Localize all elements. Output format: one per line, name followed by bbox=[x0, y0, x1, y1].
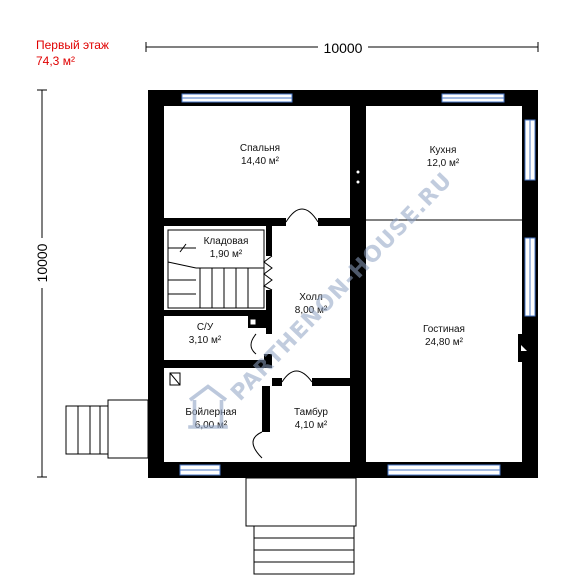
vent-icon bbox=[249, 169, 361, 326]
watermark-text: PARTHENON-HOUSE.RU bbox=[226, 168, 457, 406]
front-steps bbox=[245, 477, 357, 575]
room-area-living: 24,80 м² bbox=[425, 337, 464, 348]
watermark: PARTHENON-HOUSE.RU bbox=[188, 168, 458, 429]
watermark-logo-icon bbox=[188, 384, 228, 429]
entrance-door-icon bbox=[285, 465, 313, 476]
boiler-icon bbox=[169, 372, 181, 386]
room-name-boiler: Бойлерная bbox=[185, 407, 236, 418]
height-dimension: 10000 bbox=[33, 89, 51, 478]
room-area-vestibule: 4,10 м² bbox=[295, 420, 328, 431]
floor-title-block: Первый этаж 74,3 м² bbox=[36, 37, 109, 69]
side-steps bbox=[65, 399, 149, 459]
room-area-pantry: 1,90 м² bbox=[210, 249, 243, 260]
stair-arrow-icon bbox=[179, 243, 187, 253]
bedroom-door-icon bbox=[285, 208, 319, 223]
pantry-door-icon bbox=[263, 255, 273, 291]
height-dimension-label: 10000 bbox=[34, 243, 50, 282]
room-area-bedroom: 14,40 м² bbox=[241, 156, 280, 167]
vestibule-inner-door-icon bbox=[281, 370, 313, 383]
staircase bbox=[167, 229, 265, 309]
room-area-kitchen: 12,0 м² bbox=[427, 158, 460, 169]
stove-icon bbox=[518, 334, 530, 362]
room-name-bedroom: Спальня bbox=[240, 143, 280, 154]
interior-walls bbox=[164, 106, 366, 462]
room-name-vestibule: Тамбур bbox=[294, 406, 328, 418]
boiler-door-icon bbox=[252, 431, 263, 459]
width-dimension: 10000 bbox=[145, 38, 539, 56]
room-area-hall: 8,00 м² bbox=[295, 305, 328, 316]
floor-area: 74,3 м² bbox=[36, 54, 75, 68]
room-name-kitchen: Кухня bbox=[430, 145, 457, 156]
room-name-pantry: Кладовая bbox=[204, 236, 249, 247]
room-name-hall: Холл bbox=[299, 292, 323, 303]
width-dimension-label: 10000 bbox=[324, 40, 363, 56]
room-name-living: Гостиная bbox=[423, 324, 465, 335]
floor-title: Первый этаж bbox=[36, 38, 109, 52]
bathroom-door-icon bbox=[250, 333, 257, 355]
room-area-bathroom: 3,10 м² bbox=[189, 335, 222, 346]
room-name-bathroom: С/У bbox=[197, 322, 214, 333]
room-labels: Спальня 14,40 м² Кухня 12,0 м² Кладовая … bbox=[185, 143, 465, 431]
windows bbox=[179, 93, 536, 476]
